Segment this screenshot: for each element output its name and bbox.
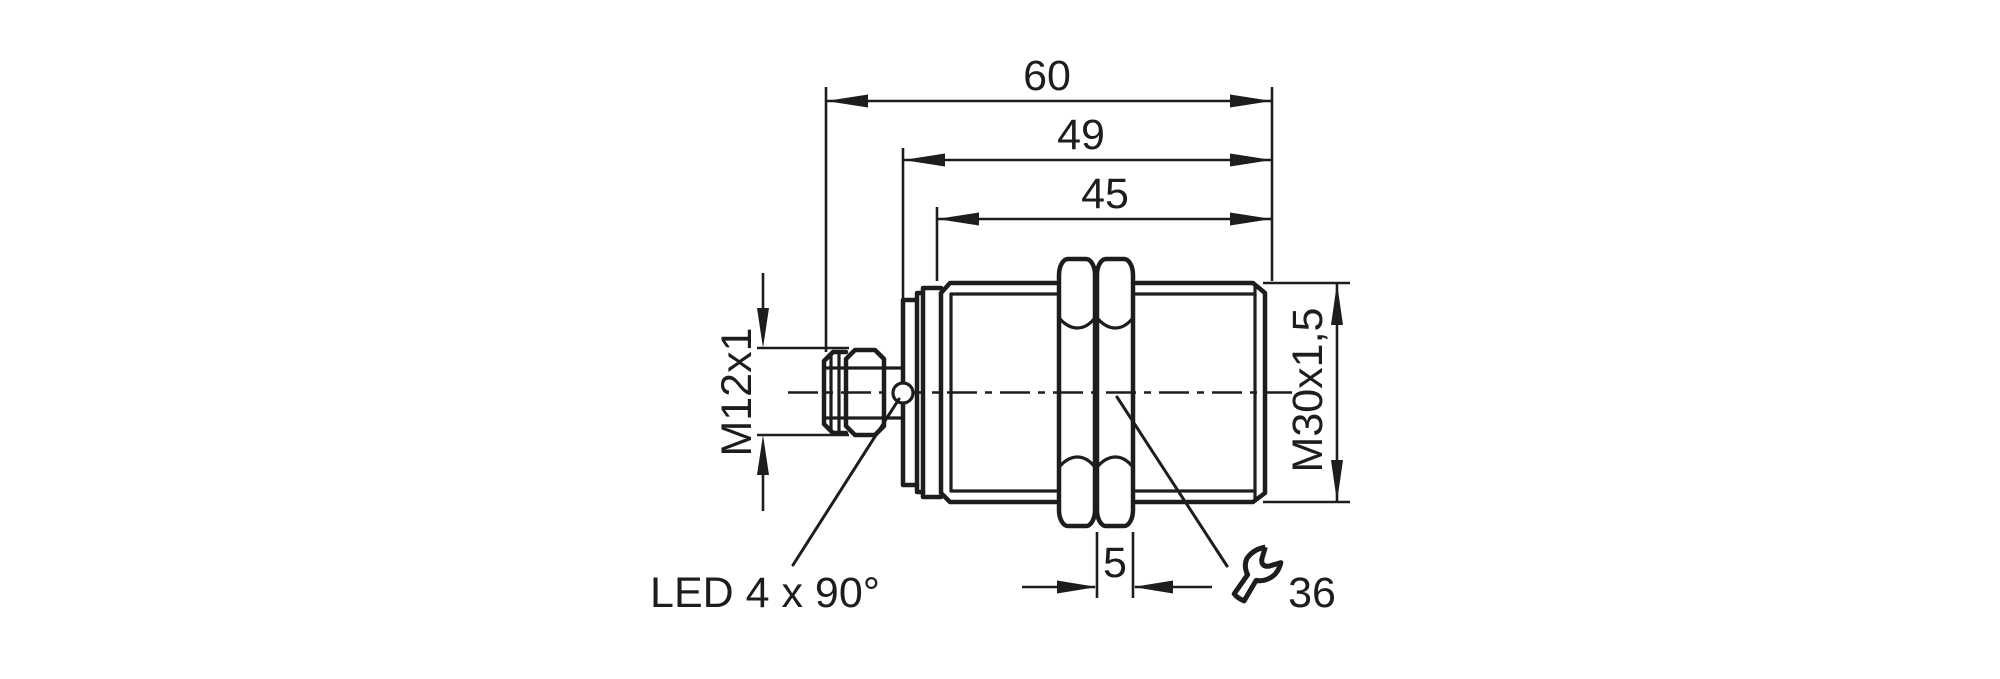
dim-5-label: 5: [1103, 539, 1127, 587]
dim-60-label: 60: [1023, 52, 1071, 100]
dim-m30-label: M30x1,5: [1284, 308, 1332, 473]
dim-thread-length: 45: [935, 170, 1272, 281]
dim-45-label: 45: [1081, 170, 1129, 218]
dim-m12-label: M12x1: [713, 327, 761, 456]
dim-nut-thickness: 5: [1022, 532, 1212, 598]
m12-connector: [821, 347, 905, 438]
dim-housing-length: 49: [901, 111, 1272, 300]
dim-connector-thread: M12x1: [713, 273, 849, 511]
led-indicator: [891, 381, 915, 405]
dim-housing-thread: M30x1,5: [1263, 281, 1350, 504]
dim-overall-length: 60: [824, 52, 1274, 352]
wrench-size-label: 36: [1288, 569, 1336, 617]
led-callout: LED 4 x 90°: [650, 397, 901, 617]
dim-49-label: 49: [1057, 111, 1105, 159]
led-callout-label: LED 4 x 90°: [650, 569, 880, 617]
wrench-callout: 36: [1115, 395, 1336, 617]
wrench-icon: [1231, 544, 1284, 604]
